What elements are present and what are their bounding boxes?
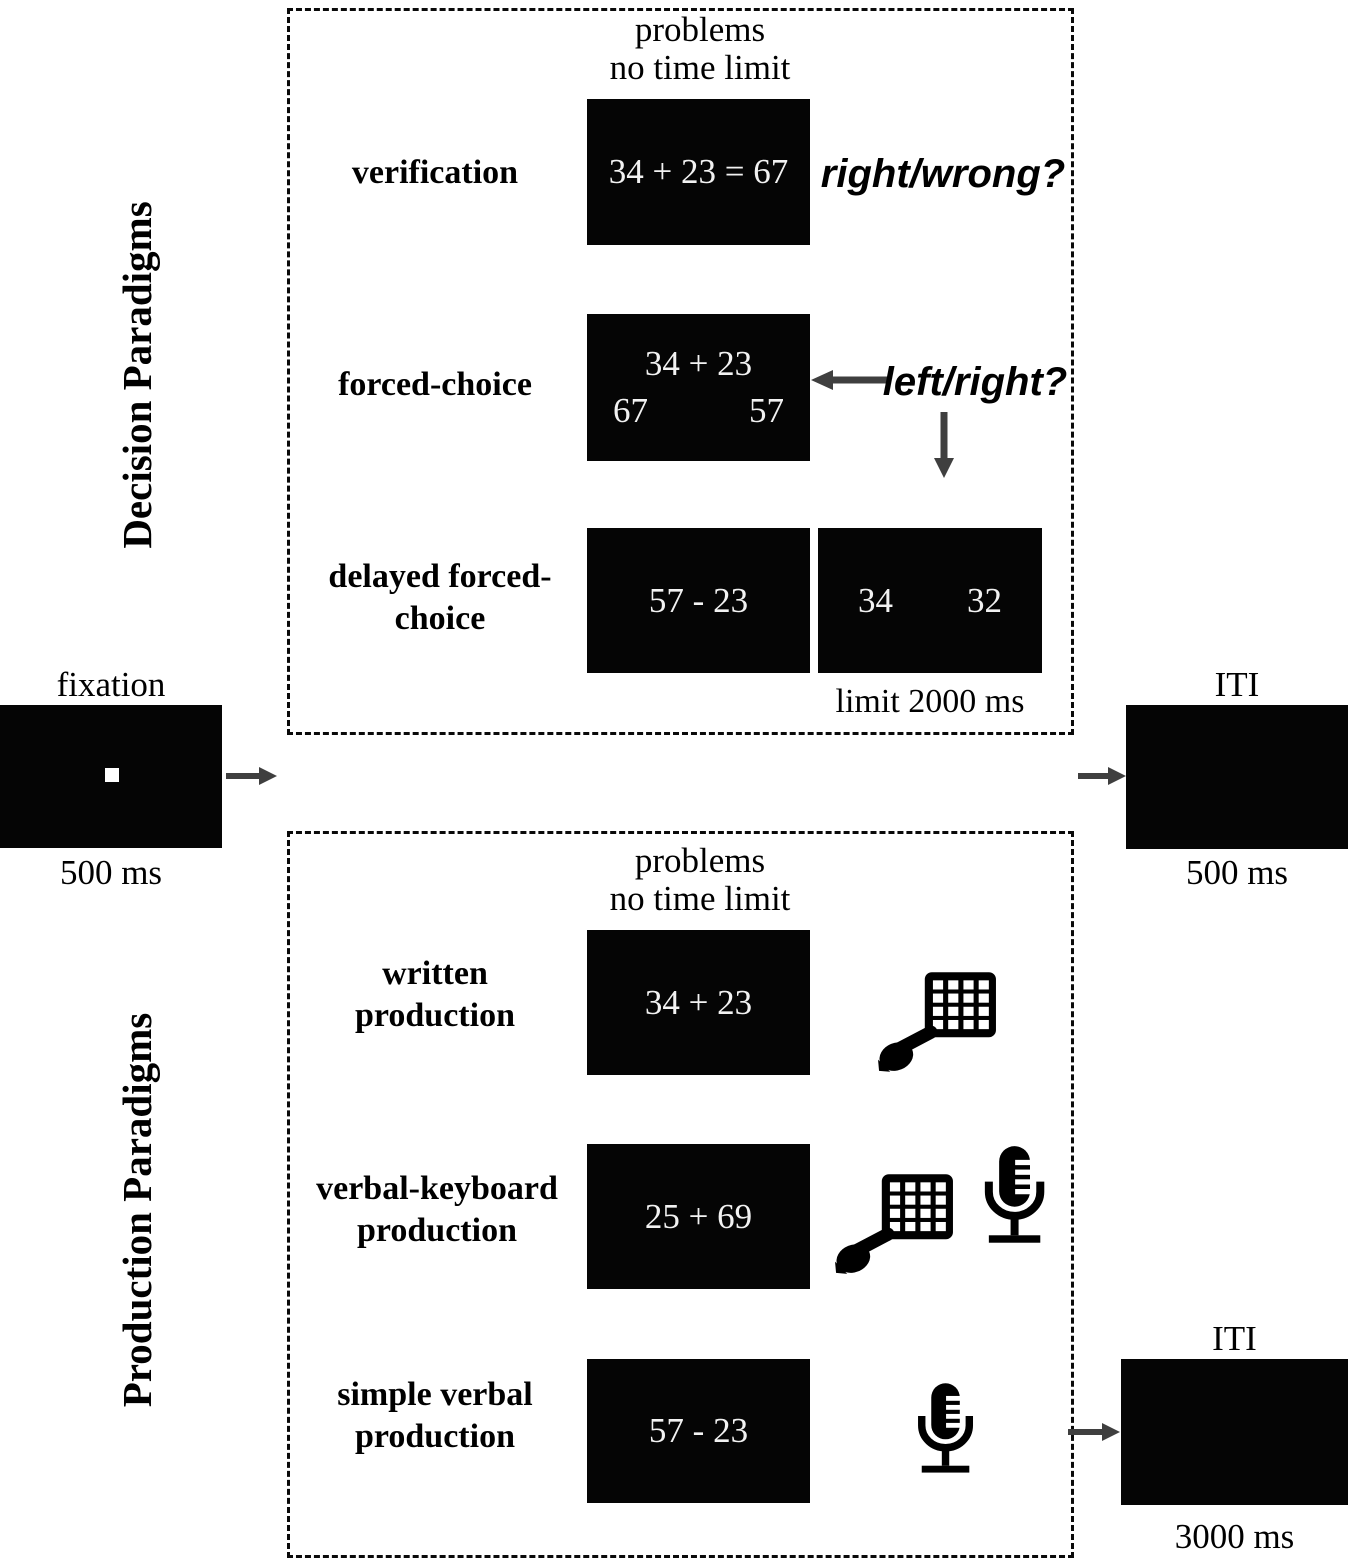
production-paradigms-box xyxy=(287,831,1074,1558)
delayed-forced-choice-options: 34 32 xyxy=(818,580,1042,622)
arrow-right-to-iti-decision-icon xyxy=(1078,767,1126,785)
verbal-keyboard-stimulus: 25 + 69 xyxy=(644,1196,753,1236)
fixation-title: fixation xyxy=(56,665,166,704)
production-header-line2: no time limit xyxy=(609,879,791,918)
delayed-forced-choice-stimulus: 57 - 23 xyxy=(648,580,749,620)
production-box-header: problems no time limit xyxy=(480,842,920,918)
iti-decision-screen xyxy=(1126,705,1348,849)
forced-choice-option-right: 57 xyxy=(749,391,784,430)
delayed-option-right: 32 xyxy=(967,580,1002,620)
fixation-screen xyxy=(0,705,222,848)
iti-production-screen xyxy=(1121,1359,1348,1505)
decision-header-line2: no time limit xyxy=(609,48,791,87)
forced-choice-prompt: left/right? xyxy=(882,360,1068,404)
forced-choice-stimulus: 34 + 23 xyxy=(644,344,753,383)
forced-choice-option-left: 67 xyxy=(613,391,648,430)
verbal-keyboard-stimulus-screen: 25 + 69 xyxy=(587,1144,810,1289)
verification-stimulus: 34 + 23 = 67 xyxy=(608,152,789,191)
iti-production-duration: 3000 ms xyxy=(1174,1517,1295,1556)
microphone-icon xyxy=(918,1383,974,1473)
delayed-time-limit: limit 2000 ms xyxy=(835,683,1025,720)
arrow-left-prompt-to-screen-icon xyxy=(811,370,889,390)
production-header-line1: problems xyxy=(634,841,766,880)
verbal-keyboard-production-label: verbal-keyboard production xyxy=(316,1170,558,1249)
delayed-forced-choice-stimulus-screen: 57 - 23 xyxy=(587,528,810,673)
written-production-stimulus: 34 + 23 xyxy=(644,982,753,1022)
written-production-stimulus-screen: 34 + 23 xyxy=(587,930,810,1075)
decision-section-label: Decision Paradigms xyxy=(114,201,160,549)
iti-production-title: ITI xyxy=(1212,1319,1257,1358)
fixation-square-icon xyxy=(105,768,119,782)
decision-paradigms-box xyxy=(287,8,1074,735)
fixation-duration: 500 ms xyxy=(59,853,163,892)
verification-stimulus-screen: 34 + 23 = 67 xyxy=(587,99,810,245)
arrow-down-prompt-to-delayed-icon xyxy=(934,412,954,478)
simple-verbal-stimulus-screen: 57 - 23 xyxy=(587,1359,810,1503)
production-section-label: Production Paradigms xyxy=(114,1012,160,1408)
arrow-right-to-iti-production-icon xyxy=(1068,1423,1120,1441)
written-production-label: written production xyxy=(355,955,515,1034)
verification-label: verification xyxy=(351,154,519,191)
forced-choice-label: forced-choice xyxy=(338,366,532,403)
arrow-right-fixation-to-paradigms-icon xyxy=(226,767,277,785)
forced-choice-options: 67 57 xyxy=(587,390,810,432)
forced-choice-stimulus-screen: 34 + 23 67 57 xyxy=(587,314,810,461)
keypad-hand-icon xyxy=(835,1174,953,1274)
delayed-forced-choice-options-screen: 34 32 xyxy=(818,528,1042,673)
delayed-option-left: 34 xyxy=(858,580,893,620)
simple-verbal-stimulus: 57 - 23 xyxy=(648,1411,749,1450)
simple-verbal-production-label: simple verbal production xyxy=(337,1376,533,1455)
microphone-icon xyxy=(984,1146,1045,1243)
iti-decision-title: ITI xyxy=(1214,665,1260,704)
iti-decision-duration: 500 ms xyxy=(1185,853,1289,892)
keypad-hand-icon xyxy=(878,972,996,1072)
decision-box-header: problems no time limit xyxy=(480,11,920,87)
verification-prompt: right/wrong? xyxy=(820,152,1066,196)
delayed-forced-choice-label: delayed forced-choice xyxy=(328,558,552,637)
decision-header-line1: problems xyxy=(634,10,766,49)
